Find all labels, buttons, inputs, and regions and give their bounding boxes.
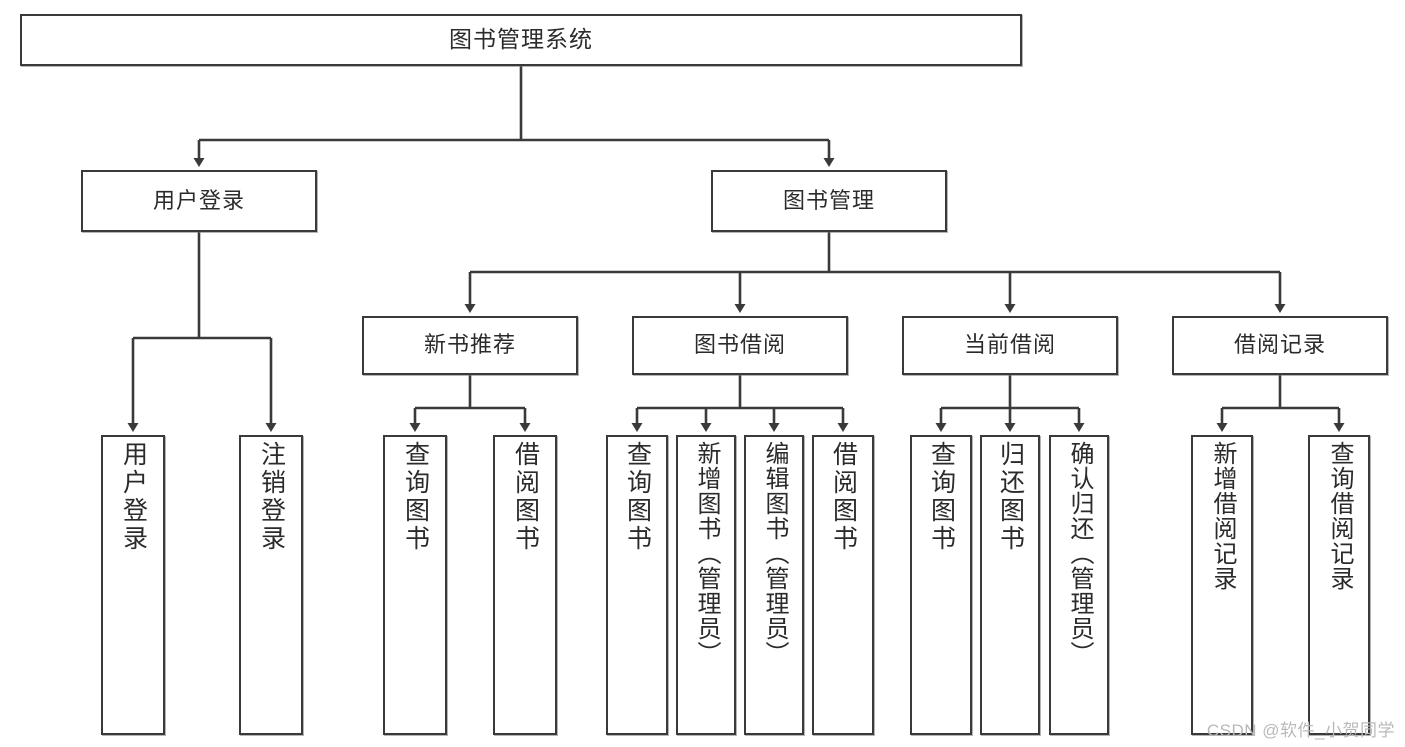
node-label: 图书管理 xyxy=(782,187,875,213)
leaf-add-book-admin[interactable]: 新增图书（管理员） xyxy=(676,435,736,735)
node-label: 图书借阅 xyxy=(693,332,786,358)
node-book-borrow[interactable]: 图书借阅 xyxy=(632,316,848,375)
node-label: 当前借阅 xyxy=(963,332,1056,358)
leaf-query-book-current[interactable]: 查询图书 xyxy=(910,435,972,735)
leaf-user-login[interactable]: 用户登录 xyxy=(101,435,165,735)
node-label: 借阅图书 xyxy=(829,441,858,553)
node-label: 借阅记录 xyxy=(1233,332,1326,358)
node-label: 图书管理系统 xyxy=(449,26,593,53)
node-label: 新增图书（管理员） xyxy=(693,441,720,666)
leaf-borrow-book-recommend[interactable]: 借阅图书 xyxy=(493,435,557,735)
node-label: 借阅图书 xyxy=(511,441,540,553)
watermark-credit: CSDN @软件_小贺同学 xyxy=(1206,721,1395,740)
node-label: 用户登录 xyxy=(119,441,148,553)
leaf-query-borrow-record[interactable]: 查询借阅记录 xyxy=(1308,435,1370,735)
node-label: 查询图书 xyxy=(623,441,652,553)
leaf-confirm-return-admin[interactable]: 确认归还（管理员） xyxy=(1049,435,1109,735)
node-label: 用户登录 xyxy=(152,187,245,213)
node-label: 查询借阅记录 xyxy=(1326,441,1353,591)
node-label: 编辑图书（管理员） xyxy=(761,441,788,666)
leaf-logout[interactable]: 注销登录 xyxy=(239,435,303,735)
node-label: 查询图书 xyxy=(401,441,430,553)
leaf-return-book[interactable]: 归还图书 xyxy=(980,435,1040,735)
node-book-management[interactable]: 图书管理 xyxy=(711,170,947,232)
node-label: 查询图书 xyxy=(927,441,956,553)
leaf-query-book-recommend[interactable]: 查询图书 xyxy=(383,435,447,735)
node-label: 确认归还（管理员） xyxy=(1066,441,1093,666)
node-new-book-recommend[interactable]: 新书推荐 xyxy=(362,316,578,375)
leaf-query-book-borrow[interactable]: 查询图书 xyxy=(606,435,668,735)
node-current-borrow[interactable]: 当前借阅 xyxy=(902,316,1118,375)
leaf-edit-book-admin[interactable]: 编辑图书（管理员） xyxy=(744,435,804,735)
leaf-borrow-book[interactable]: 借阅图书 xyxy=(812,435,874,735)
node-label: 归还图书 xyxy=(996,441,1025,553)
node-root-book-management-system[interactable]: 图书管理系统 xyxy=(20,14,1022,66)
node-borrow-record[interactable]: 借阅记录 xyxy=(1172,316,1388,375)
node-label: 新书推荐 xyxy=(423,332,516,358)
node-label: 新增借阅记录 xyxy=(1209,441,1236,591)
leaf-add-borrow-record[interactable]: 新增借阅记录 xyxy=(1191,435,1253,735)
node-user-login[interactable]: 用户登录 xyxy=(81,170,317,232)
node-label: 注销登录 xyxy=(257,441,286,553)
